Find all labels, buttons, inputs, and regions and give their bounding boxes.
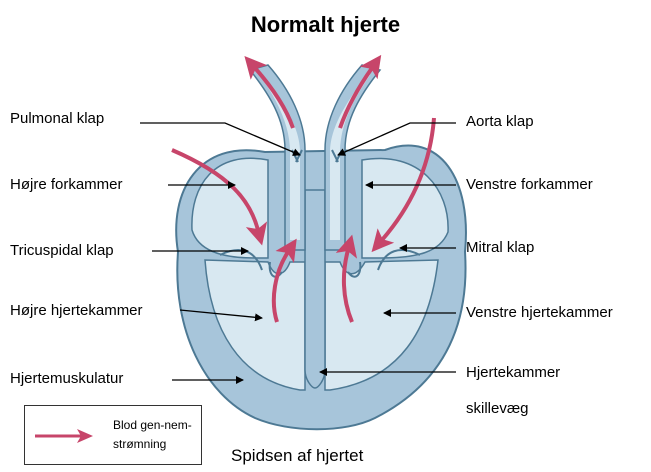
legend: Blod gen-nem-strømning — [24, 405, 202, 465]
leader-pulmonal — [140, 123, 300, 155]
label-spidsen-af-hjertet: Spidsen af hjertet — [231, 446, 363, 466]
septum — [305, 190, 325, 388]
label-hojre-hjertekammer: Højre hjertekammer — [10, 302, 143, 320]
label-venstre-forkammer: Venstre forkammer — [466, 176, 593, 194]
legend-arrow-icon — [33, 428, 95, 444]
label-skillevaeg: skillevæg — [466, 400, 529, 418]
label-mitral-klap: Mitral klap — [466, 239, 534, 257]
diagram-title: Normalt hjerte — [0, 12, 651, 38]
label-venstre-hjertekammer: Venstre hjertekammer — [466, 304, 613, 322]
label-tricuspidal-klap: Tricuspidal klap — [10, 242, 114, 260]
label-aorta-klap: Aorta klap — [466, 113, 534, 131]
label-hjertekammer: Hjertekammer — [466, 364, 560, 382]
legend-label: Blod gen-nem-strømning — [113, 416, 199, 454]
label-hojre-forkammer: Højre forkammer — [10, 176, 123, 194]
label-hjertemuskulatur: Hjertemuskulatur — [10, 370, 123, 388]
label-pulmonal-klap: Pulmonal klap — [10, 110, 104, 128]
